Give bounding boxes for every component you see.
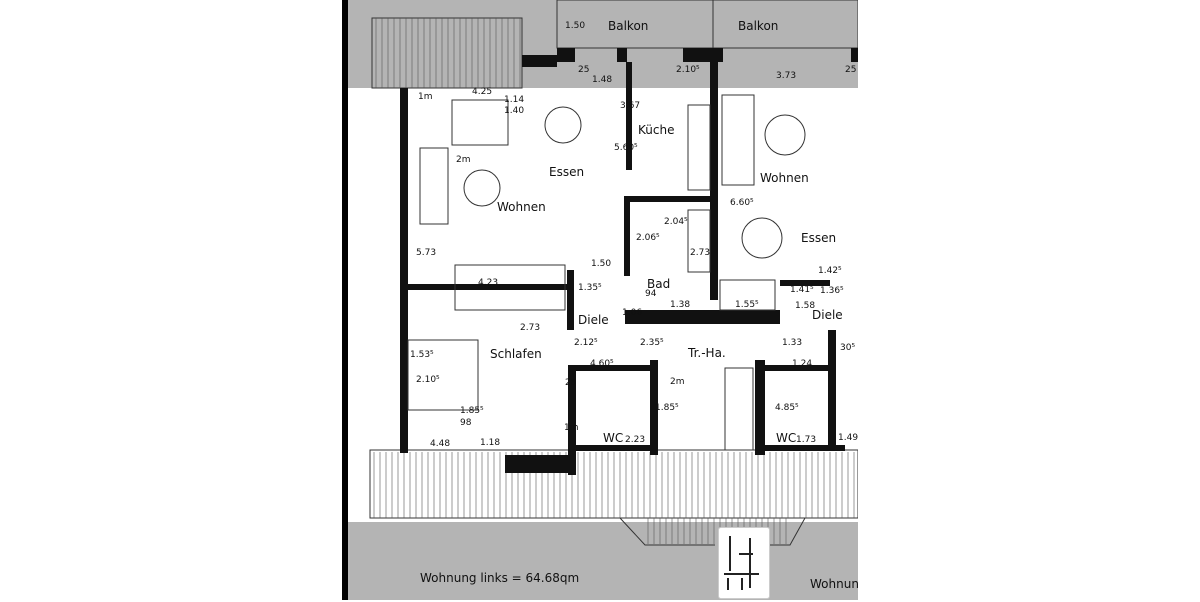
- dimension-label: 4.48: [430, 439, 450, 449]
- dimension-label: 1.42⁵: [818, 266, 842, 276]
- dimension-label: 1.85⁵: [460, 406, 484, 416]
- dimension-label: 1.73: [796, 435, 816, 445]
- dimension-label: 98: [460, 418, 472, 428]
- crop-overlay-bottom: [342, 522, 858, 600]
- dimension-label: 1m: [418, 92, 433, 102]
- dimension-label: 1.55⁵: [735, 300, 759, 310]
- dimension-label: 1.18: [480, 438, 500, 448]
- floor-plan: Balkon Balkon Küche Essen Wohnen Wohnen …: [342, 0, 858, 600]
- room-label: WC: [603, 431, 623, 445]
- dimension-label: 1.58: [795, 301, 815, 311]
- dimension-label: 1.85⁵: [655, 403, 679, 413]
- dimension-label: 2.12⁵: [574, 338, 598, 348]
- dimension-label: 2.10⁵: [416, 375, 440, 385]
- dimension-label: 2.73: [690, 248, 710, 258]
- area-left-label: Wohnung links = 64.68qm: [420, 571, 579, 585]
- room-label: WC: [776, 431, 796, 445]
- dimension-label: 25: [578, 65, 589, 75]
- dimension-label: 1.38: [670, 300, 690, 310]
- dimension-label: 1m: [564, 423, 579, 433]
- dimension-label: 5.60⁵: [614, 143, 638, 153]
- dimension-label: 4.25: [472, 87, 492, 97]
- floor-plan-viewer[interactable]: Balkon Balkon Küche Essen Wohnen Wohnen …: [342, 0, 858, 600]
- dimension-label: 4.60⁵: [590, 359, 614, 369]
- walls: [400, 48, 858, 475]
- dimension-label: 1.33: [782, 338, 802, 348]
- dimension-label: 4.85⁵: [775, 403, 799, 413]
- dimension-label: 94: [645, 289, 657, 299]
- dimension-label: 1.53⁵: [410, 350, 434, 360]
- dimension-label: 30⁵: [840, 343, 855, 353]
- dimension-label: 2.04⁵: [664, 217, 688, 227]
- dimension-label: 3.67: [620, 101, 640, 111]
- room-label: Bad: [647, 277, 670, 291]
- crop-overlay-top: [342, 0, 858, 88]
- dimension-label: 1.41⁵: [790, 285, 814, 295]
- dimension-label: 2.73: [520, 323, 540, 333]
- room-label: Balkon: [738, 19, 778, 33]
- dimension-label: 3.73: [776, 71, 796, 81]
- dimension-label: 1.24: [792, 359, 812, 369]
- room-label: Wohnen: [497, 200, 546, 214]
- dimension-label: 1.50: [565, 21, 585, 31]
- dimension-label: 1.48: [592, 75, 612, 85]
- dimension-label: 1.49: [838, 433, 858, 443]
- room-label: Wohnen: [760, 171, 809, 185]
- dimension-label: 2.10⁵: [676, 65, 700, 75]
- dimension-label: 2.23: [625, 435, 645, 445]
- dimension-label: 2.35⁵: [640, 338, 664, 348]
- room-label: Essen: [801, 231, 836, 245]
- dimension-label: 25: [565, 378, 576, 388]
- dimension-label: 5.73: [416, 248, 436, 258]
- dimension-label: 2m: [670, 377, 685, 387]
- viewer-border: [342, 0, 348, 600]
- room-label: Tr.-Ha.: [687, 346, 726, 360]
- room-label: Küche: [638, 123, 674, 137]
- room-label: Schlafen: [490, 347, 542, 361]
- room-label: Diele: [578, 313, 609, 327]
- dimension-label: 1.50: [591, 259, 611, 269]
- thumbnail-image: [724, 536, 759, 590]
- dimension-label: 4.23: [478, 278, 498, 288]
- dimension-label: 2.06⁵: [636, 233, 660, 243]
- dimension-label: 1.06: [622, 308, 642, 318]
- room-label: Diele: [812, 308, 843, 322]
- dimension-label: 6.60⁵: [730, 198, 754, 208]
- dimension-label: 1.36⁵: [820, 286, 844, 296]
- dimension-label: 2m: [456, 155, 471, 165]
- area-right-label: Wohnung: [810, 577, 858, 591]
- dimension-label: 1.40: [504, 106, 524, 116]
- plan-thumbnail[interactable]: [718, 527, 770, 599]
- furniture: [407, 94, 806, 451]
- room-label: Balkon: [608, 19, 648, 33]
- dimension-label: 25: [845, 65, 856, 75]
- room-label: Essen: [549, 165, 584, 179]
- dimension-label: 1.14: [504, 95, 524, 105]
- dimension-label: 1.35⁵: [578, 283, 602, 293]
